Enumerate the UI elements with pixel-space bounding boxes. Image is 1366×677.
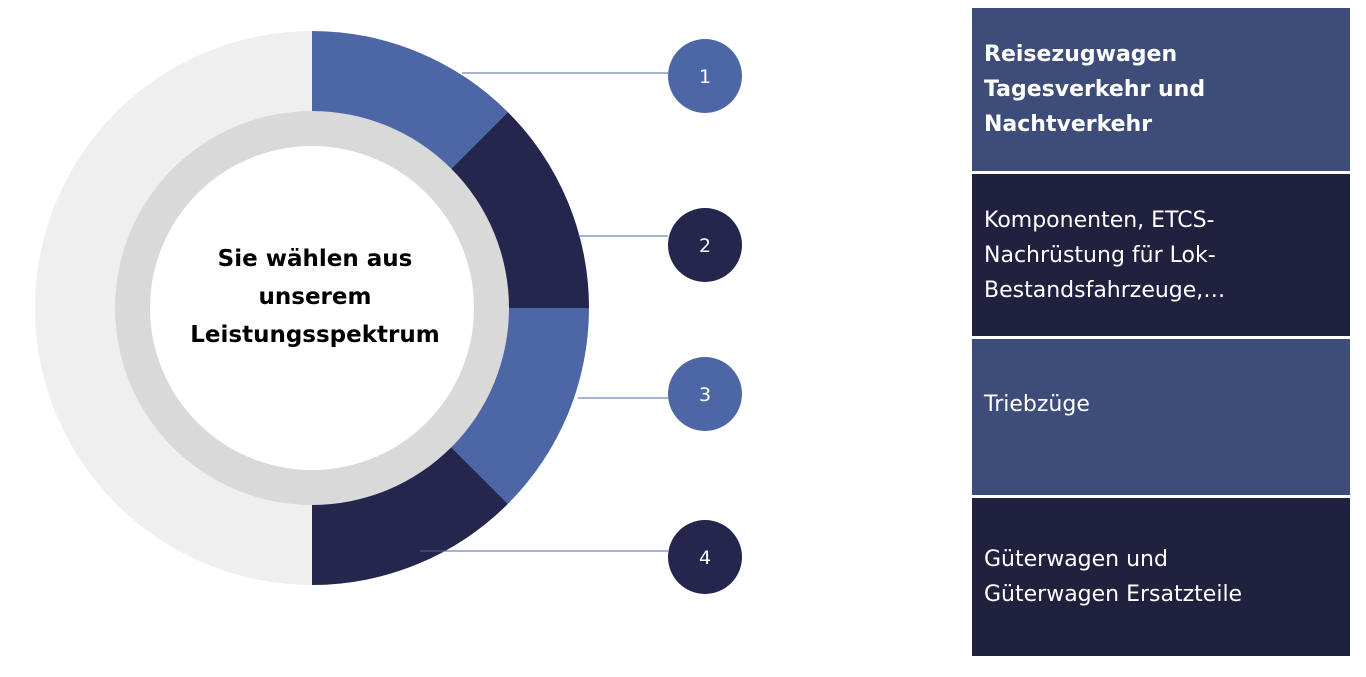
- marker-4-circle: [668, 520, 742, 594]
- service-panel-3-line-1: Triebzüge: [984, 392, 1090, 417]
- center-title-line-2: unserem: [258, 284, 372, 310]
- center-title-line-1: Sie wählen aus: [217, 246, 413, 272]
- service-panel-1-line-1: Reisezugwagen: [984, 42, 1178, 67]
- marker-3-circle: [668, 357, 742, 431]
- center-disc: [150, 146, 474, 470]
- marker-1-label: 1: [699, 66, 711, 88]
- service-panel-1-line-3: Nachtverkehr: [984, 112, 1153, 137]
- service-panel-1-line-2: Tagesverkehr und: [984, 77, 1206, 102]
- service-panel-1: Reisezugwagen Tagesverkehr und Nachtverk…: [972, 8, 1350, 171]
- service-panel-2-line-3: Bestandsfahrzeuge,…: [984, 277, 1226, 303]
- service-panel-4: Güterwagen und Güterwagen Ersatzteile: [972, 498, 1350, 656]
- service-panel-4-line-2: Güterwagen Ersatzteile: [984, 582, 1243, 607]
- marker-4-label: 4: [699, 547, 711, 569]
- center-title: Sie wählen aus unserem Leistungsspektrum: [150, 240, 480, 354]
- service-panel-3: Triebzüge: [972, 339, 1350, 495]
- marker-2-label: 2: [699, 235, 711, 257]
- center-title-line-3: Leistungsspektrum: [190, 322, 440, 348]
- service-panel-2: Komponenten, ETCS- Nachrüstung für Lok- …: [972, 174, 1350, 336]
- marker-3-label: 3: [699, 384, 711, 406]
- service-panel-2-line-2: Nachrüstung für Lok-: [984, 242, 1216, 268]
- marker-1-circle: [668, 39, 742, 113]
- marker-2-circle: [668, 208, 742, 282]
- service-panel-2-line-1: Komponenten, ETCS-: [984, 207, 1215, 233]
- service-panel-4-line-1: Güterwagen und: [984, 547, 1168, 572]
